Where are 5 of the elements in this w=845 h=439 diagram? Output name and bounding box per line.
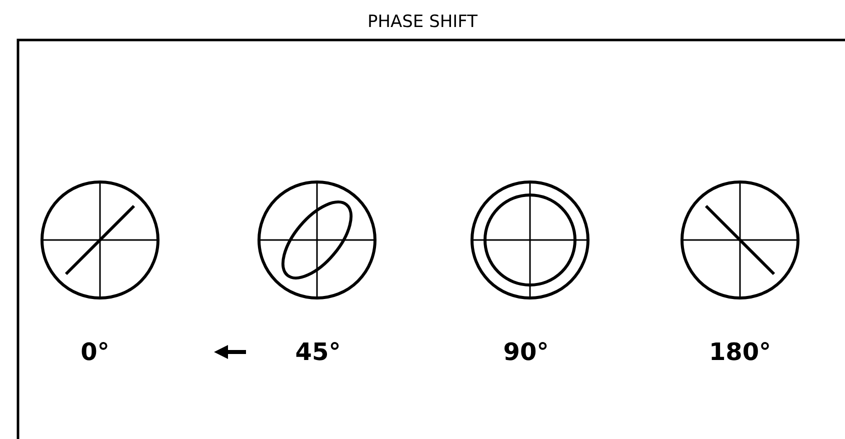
phase-angle-label: 180°	[708, 338, 772, 366]
title: PHASE SHIFT	[366, 12, 479, 32]
phase-angle-label: 45°	[295, 338, 341, 366]
phase-angle-label: 0°	[80, 338, 110, 366]
phase-angle-label: 90°	[503, 338, 549, 366]
